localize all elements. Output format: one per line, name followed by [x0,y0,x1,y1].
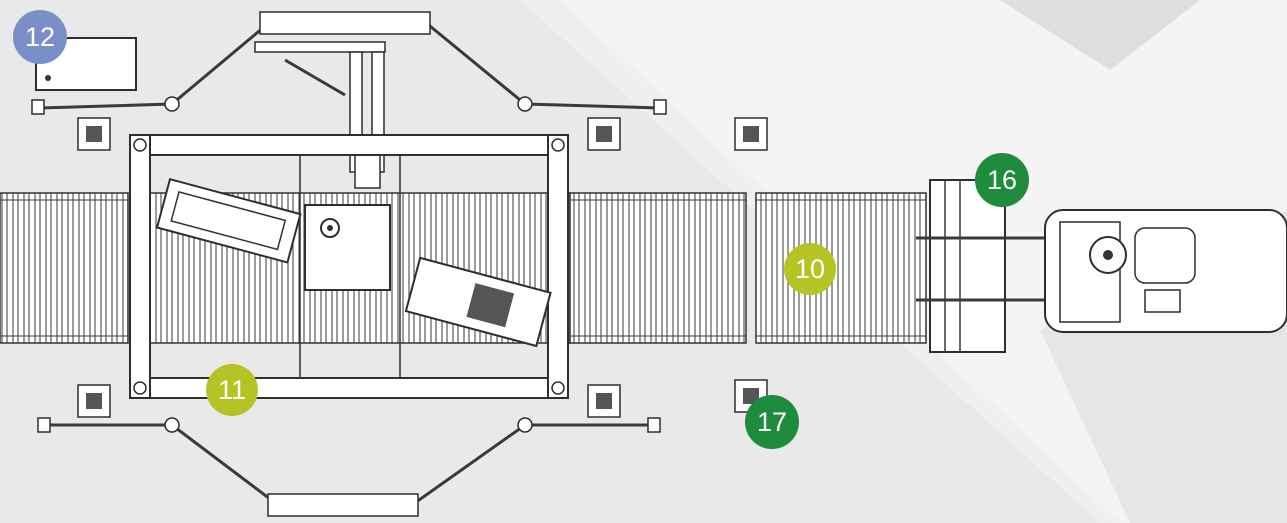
marker-16[interactable]: 16 [975,153,1029,207]
marker-10[interactable]: 10 [784,243,836,295]
film-carriage-right [404,256,552,348]
film-carriage-left [155,177,302,264]
marker-12[interactable]: 12 [13,10,67,64]
marker-10-label: 10 [795,254,825,284]
floor-plates [77,117,768,418]
marker-17-badge [745,395,799,449]
roller-conveyor-outfeed [755,192,927,344]
rotary-arm-ring [31,11,667,517]
roller-conveyor-right-1 [569,192,747,344]
marker-16-label: 16 [987,165,1017,195]
pallet-station [916,179,1050,353]
marker-11-label: 11 [218,375,246,405]
marker-12-badge [13,10,67,64]
marker-11[interactable]: 11 [206,364,258,416]
marker-17[interactable]: 17 [745,395,799,449]
marker-11-badge [206,364,258,416]
marker-16-badge [975,153,1029,207]
marker-17-label: 17 [757,407,787,437]
wrapper-frame [129,134,569,399]
marker-10-badge [784,243,836,295]
marker-12-label: 12 [25,22,55,52]
roller-conveyor-left [0,192,129,344]
forklift [1044,209,1287,333]
